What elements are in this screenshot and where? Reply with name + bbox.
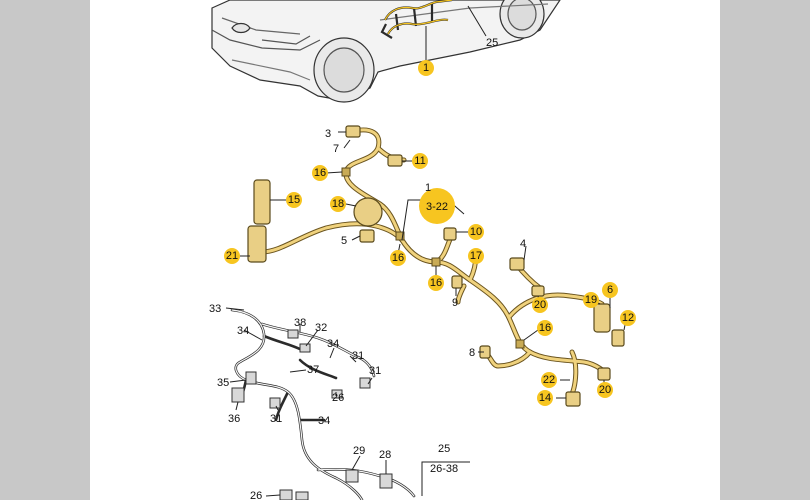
- connector-11: [387, 154, 403, 167]
- connector-5: [359, 229, 375, 243]
- callout-17: 17: [470, 250, 482, 262]
- callout-10: 10: [470, 226, 482, 238]
- callout-35: 35: [217, 377, 229, 389]
- connector-20b: [597, 367, 611, 381]
- callout-18: 18: [332, 198, 344, 210]
- callout-31-a: 31: [352, 350, 364, 362]
- component-12: [611, 329, 625, 347]
- callout-22: 22: [543, 374, 555, 386]
- callout-7: 7: [333, 143, 339, 155]
- callout-3: 3: [325, 128, 331, 140]
- callout-26-a: 26: [332, 392, 344, 404]
- connector-14: [565, 391, 581, 407]
- clips-16: [341, 167, 525, 349]
- callout-16-a: 16: [314, 167, 326, 179]
- components-main: [247, 125, 625, 407]
- component-18: [353, 197, 383, 227]
- callouts: 1 25 3 7 11 16 15 18 1 3-22 5 10 21 16 1…: [209, 37, 636, 500]
- callout-34-c: 34: [318, 415, 330, 427]
- callout-3-22: 3-22: [426, 201, 448, 213]
- connector-3: [345, 125, 361, 138]
- connector-10: [443, 227, 457, 241]
- callout-8: 8: [469, 347, 475, 359]
- callout-21: 21: [226, 250, 238, 262]
- callout-28: 28: [379, 449, 391, 461]
- callout-6: 6: [607, 284, 613, 296]
- callout-11: 11: [414, 155, 425, 167]
- callout-34-b: 34: [327, 338, 339, 350]
- lower-components: [231, 329, 393, 500]
- callout-1-3-22-circle: [419, 188, 455, 224]
- callout-9: 9: [452, 297, 458, 309]
- module-15: [253, 179, 271, 225]
- callout-16-b: 16: [392, 252, 404, 264]
- callout-38: 38: [294, 317, 306, 329]
- callout-31-b: 31: [369, 365, 381, 377]
- callout-26-38: 26-38: [430, 463, 458, 475]
- vehicle-illustration: [211, 0, 561, 103]
- callout-4: 4: [520, 238, 526, 250]
- callout-32: 32: [315, 322, 327, 334]
- callout-5: 5: [341, 235, 347, 247]
- callout-20-b: 20: [599, 384, 611, 396]
- callout-29: 29: [353, 445, 365, 457]
- sensor-21: [247, 225, 267, 263]
- callout-15: 15: [288, 194, 300, 206]
- callout-37: 37: [307, 364, 319, 376]
- callout-1-mid: 1: [425, 182, 431, 194]
- callout-16-d: 16: [539, 322, 551, 334]
- vehicle-harness-highlight: [384, 0, 453, 35]
- callout-33: 33: [209, 303, 221, 315]
- callout-1-top: 1: [423, 62, 429, 74]
- callout-19: 19: [585, 294, 597, 306]
- leader-lines-top: [425, 5, 487, 62]
- callout-34-a: 34: [237, 325, 249, 337]
- leader-lines-lower: [225, 307, 470, 497]
- callout-12: 12: [622, 312, 634, 324]
- callout-20-a: 20: [534, 299, 546, 311]
- callout-36: 36: [228, 413, 240, 425]
- component-19: [593, 303, 611, 333]
- callout-1-top-circle: [418, 60, 434, 76]
- callout-25-bottom: 25: [438, 443, 450, 455]
- callout-16-c: 16: [430, 277, 442, 289]
- callout-14: 14: [539, 392, 551, 404]
- callout-31-c: 31: [270, 413, 282, 425]
- connector-9: [451, 275, 463, 289]
- callout-25-top: 25: [486, 37, 498, 49]
- connector-4: [509, 257, 525, 271]
- diagram-panel: [90, 0, 720, 500]
- connector-20a: [531, 285, 545, 297]
- callout-26-b: 26: [250, 490, 262, 500]
